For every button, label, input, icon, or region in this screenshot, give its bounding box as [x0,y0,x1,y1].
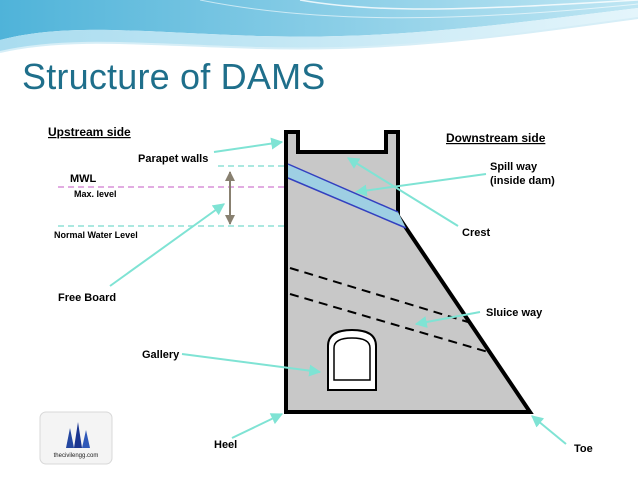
sluice-way-label: Sluice way [486,307,543,319]
mwl-label: MWL [70,173,97,185]
header-wave-banner [0,0,638,53]
spill-way-label: Spill way [490,161,538,173]
slide-title: Structure of DAMS [22,56,326,97]
dam-body [284,130,534,414]
crest-label: Crest [462,227,490,239]
parapet-arrow [213,137,284,153]
toe-label: Toe [574,443,593,455]
site-logo: thecivilengg.com [39,411,113,465]
spillway-channel [288,164,406,228]
sluice-arrow [414,311,481,328]
upstream-side-label: Upstream side [48,125,131,139]
gallery-inner [333,337,371,381]
dam-structure-diagram: Upstream side Downstream side Parapet wa… [39,125,593,465]
parapet-walls-label: Parapet walls [138,153,208,165]
toe-arrow [531,415,567,445]
heel-arrow [231,413,284,439]
spillway-arrow [354,173,487,197]
gallery-arrow [181,353,322,377]
logo-text: thecivilengg.com [54,453,99,459]
building-icon [66,422,90,448]
gallery-label: Gallery [142,349,180,361]
free-board-label: Free Board [58,292,116,304]
max-level-label: Max. level [74,189,117,199]
sluice-way-upper-line [289,267,469,323]
spill-way-sub-label: (inside dam) [490,175,555,187]
spillway-top-arrow [346,157,459,227]
normal-water-level-label: Normal Water Level [54,230,138,240]
heel-label: Heel [214,439,237,451]
downstream-side-label: Downstream side [446,131,546,145]
sluice-way-lower-line [289,293,489,353]
free-board-arrow [109,203,225,287]
